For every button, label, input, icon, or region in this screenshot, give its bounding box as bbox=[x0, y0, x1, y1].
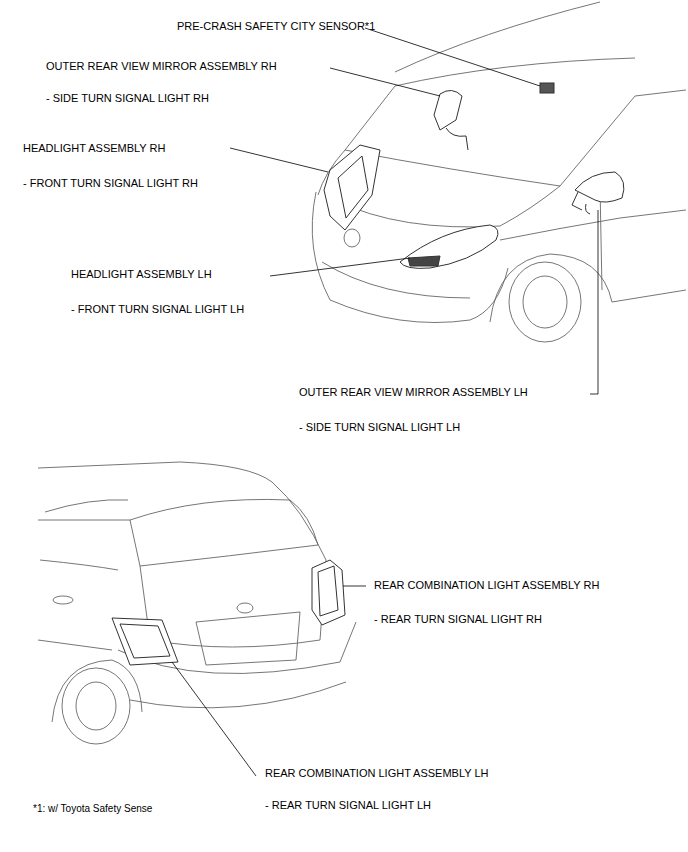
part-label: - REAR TURN SIGNAL LIGHT LH bbox=[265, 799, 431, 812]
front-car bbox=[312, 2, 686, 342]
part-label: OUTER REAR VIEW MIRROR ASSEMBLY LH bbox=[299, 386, 528, 399]
part-label: REAR COMBINATION LIGHT ASSEMBLY LH bbox=[265, 767, 489, 780]
part-label: - REAR TURN SIGNAL LIGHT RH bbox=[374, 613, 542, 626]
front-parts bbox=[324, 83, 624, 268]
rear-lights bbox=[112, 560, 345, 665]
part-label: - FRONT TURN SIGNAL LIGHT LH bbox=[71, 303, 244, 316]
part-label: OUTER REAR VIEW MIRROR ASSEMBLY RH bbox=[46, 60, 277, 73]
part-label: - SIDE TURN SIGNAL LIGHT RH bbox=[46, 92, 209, 105]
part-label: HEADLIGHT ASSEMBLY RH bbox=[23, 142, 165, 155]
part-label: - SIDE TURN SIGNAL LIGHT LH bbox=[299, 421, 460, 434]
footnote: *1: w/ Toyota Safety Sense bbox=[33, 802, 152, 815]
part-label: HEADLIGHT ASSEMBLY LH bbox=[71, 268, 212, 281]
leader-lines bbox=[172, 28, 598, 776]
part-label: REAR COMBINATION LIGHT ASSEMBLY RH bbox=[374, 579, 599, 592]
rear-car bbox=[38, 462, 356, 744]
part-label: PRE-CRASH SAFETY CITY SENSOR*1 bbox=[177, 20, 375, 33]
part-label: - FRONT TURN SIGNAL LIGHT RH bbox=[23, 177, 198, 190]
